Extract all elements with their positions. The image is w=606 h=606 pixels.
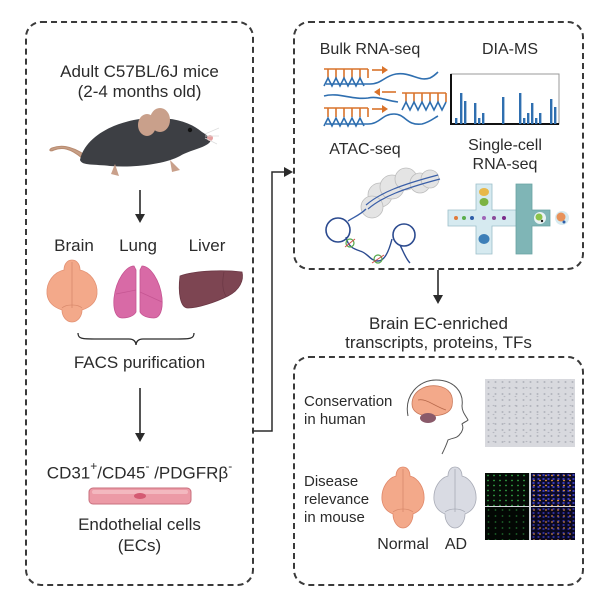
human-ihc-image [485, 379, 575, 447]
facs-label: FACS purification [73, 353, 206, 372]
brace-icon [77, 332, 195, 346]
mouse-tail [49, 145, 86, 159]
conservation-label-line1: Conservation [304, 393, 393, 410]
mouse-title-line2: (2-4 months old) [77, 82, 202, 101]
organ-label-liver: Liver [188, 236, 226, 255]
lung-icon [113, 265, 163, 319]
human-head-brain-icon [406, 379, 469, 455]
method-label-atac-seq: ATAC-seq [329, 141, 401, 158]
disease-label-line3: in mouse [304, 509, 365, 526]
mouse-brain-icon [46, 259, 98, 323]
ec-label-line2: (ECs) [117, 536, 162, 555]
marker-pdgfrb: /PDGFRβ [149, 463, 229, 483]
marker-cd45: /CD45 [97, 463, 146, 483]
bulk-rnaseq-icon [323, 66, 447, 128]
conservation-label-line2: in human [304, 411, 366, 428]
arrow-down-icon [135, 388, 145, 442]
arrow-down-icon [135, 190, 145, 223]
dia-ms-spectrum-icon [450, 73, 560, 125]
mouse-icon [49, 108, 220, 176]
marker-pdgfrb-sign: - [228, 459, 233, 473]
mouse-eye [187, 127, 193, 133]
if-image-merge-top [531, 473, 575, 506]
mouse-body [80, 118, 211, 167]
if-image-merge-bottom [531, 507, 575, 540]
method-label-scrnaseq-line1: Single-cell [468, 137, 542, 154]
organ-label-lung: Lung [119, 236, 157, 255]
liver-icon [178, 270, 243, 309]
result-label-line2: transcripts, proteins, TFs [345, 333, 532, 352]
endothelial-cell-icon [88, 487, 192, 505]
brain-label-ad: AD [444, 536, 468, 553]
method-label-dia-ms: DIA-MS [482, 41, 538, 58]
ad-brain-icon [433, 466, 477, 529]
omics-panel [293, 21, 584, 270]
if-image-green-bottom [485, 507, 529, 540]
atac-seq-chromatin-icon [325, 167, 441, 264]
if-image-green-top [485, 473, 529, 506]
ec-label-line1: Endothelial cells [78, 515, 201, 534]
mouse-title-line1: Adult C57BL/6J mice [60, 62, 219, 81]
connector-arrow [252, 167, 293, 432]
sample-prep-panel [25, 21, 254, 586]
scrnaseq-microfluidic-icon [447, 183, 569, 255]
method-label-scrnaseq-line2: RNA-seq [472, 156, 538, 173]
spectrum-peaks [455, 93, 557, 124]
normal-brain-icon [381, 466, 425, 529]
result-label-line1: Brain EC-enriched [369, 314, 508, 333]
disease-label-line2: relevance [304, 491, 370, 508]
disease-label-line1: Disease [304, 473, 359, 490]
cell-markers: CD31+/CD45- /PDGFRβ- [25, 458, 254, 484]
marker-cd31-sign: + [90, 459, 98, 473]
marker-cd45-sign: - [145, 459, 150, 473]
immunofluorescence-grid [485, 473, 575, 540]
marker-cd31: CD31 [46, 463, 91, 483]
validation-panel [293, 356, 584, 586]
brain-label-normal: Normal [377, 536, 429, 553]
organ-label-brain: Brain [54, 236, 94, 255]
arrow-down-icon [433, 270, 443, 304]
method-label-bulk-rnaseq: Bulk RNA-seq [319, 41, 421, 58]
